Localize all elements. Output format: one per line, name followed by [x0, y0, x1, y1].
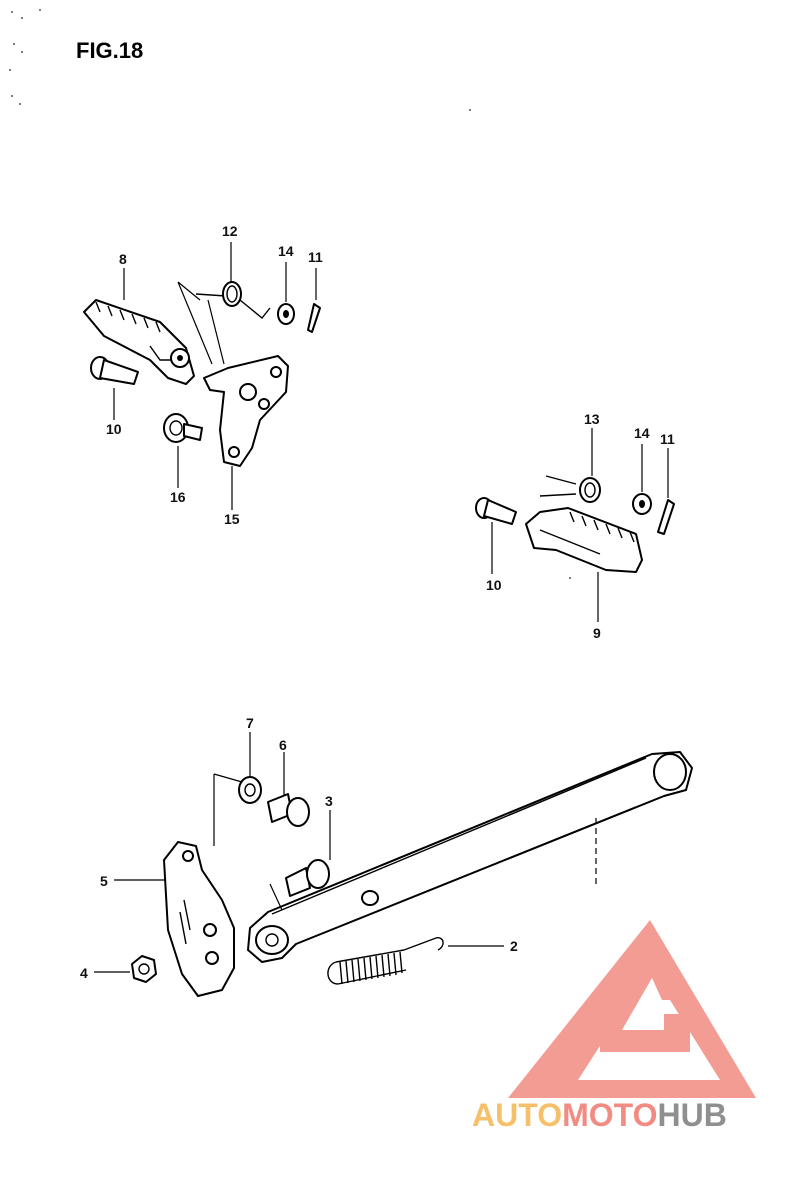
- cotter-pin-11-right: [657, 499, 675, 535]
- callout-14-right: 14: [634, 425, 650, 441]
- washer-14-right: [632, 493, 652, 515]
- callout-7: 7: [246, 715, 254, 731]
- callout-13: 13: [584, 411, 600, 427]
- callout-3: 3: [325, 793, 333, 809]
- callout-4: 4: [80, 965, 88, 981]
- leader-lines: [94, 242, 669, 973]
- watermark-g-icon: [600, 926, 690, 1052]
- callout-8: 8: [119, 251, 127, 267]
- callout-15: 15: [224, 511, 240, 527]
- footpeg-8: [83, 299, 195, 385]
- spring-13: [539, 475, 601, 503]
- scan-specks: [9, 9, 571, 579]
- callout-11-right: 11: [660, 431, 675, 447]
- callout-2: 2: [510, 938, 518, 954]
- watermark-hub: HUB: [657, 1097, 726, 1133]
- cotter-pin-11-upper: [307, 303, 321, 333]
- figure-title: FIG.18: [76, 38, 143, 63]
- pin-10-right: [475, 497, 517, 525]
- assembly-line-stand: [213, 773, 243, 846]
- callout-9: 9: [593, 625, 601, 641]
- bolt-6: [267, 793, 310, 827]
- svg-text:AUTOMOTOHUB: AUTOMOTOHUB: [472, 1097, 727, 1133]
- pin-10-upper: [90, 356, 139, 385]
- assembly-line-upper: [177, 281, 225, 365]
- watermark-auto: AUTO: [472, 1097, 562, 1133]
- bolt-16: [163, 413, 203, 443]
- watermark-text: AUTOMOTOHUB: [472, 1097, 727, 1133]
- bracket-5: [163, 841, 235, 997]
- callout-5: 5: [100, 873, 108, 889]
- callout-11-upper: 11: [308, 249, 323, 265]
- watermark-moto: MOTO: [562, 1097, 657, 1133]
- callout-labels: 12 14 11 8 10 16 15 13 14 11 10 9 7 6 3 …: [80, 223, 675, 981]
- assembly-line-stand-2: [269, 883, 283, 911]
- callout-10-right: 10: [486, 577, 502, 593]
- spring-12: [195, 281, 271, 319]
- spring-2: [327, 937, 444, 985]
- washer-14-upper: [277, 303, 295, 325]
- bolt-3: [285, 859, 330, 897]
- footpeg-9: [525, 507, 643, 573]
- watermark-triangle-icon: [508, 920, 756, 1098]
- callout-12: 12: [222, 223, 238, 239]
- callout-16: 16: [170, 489, 186, 505]
- callout-6: 6: [279, 737, 287, 753]
- side-stand: [247, 751, 693, 963]
- nut-4: [131, 955, 157, 983]
- watermark-logo: [508, 920, 756, 1098]
- callout-10-upper: 10: [106, 421, 122, 437]
- callout-14-upper: 14: [278, 243, 294, 259]
- bracket-15: [203, 355, 289, 467]
- washer-7: [238, 776, 262, 804]
